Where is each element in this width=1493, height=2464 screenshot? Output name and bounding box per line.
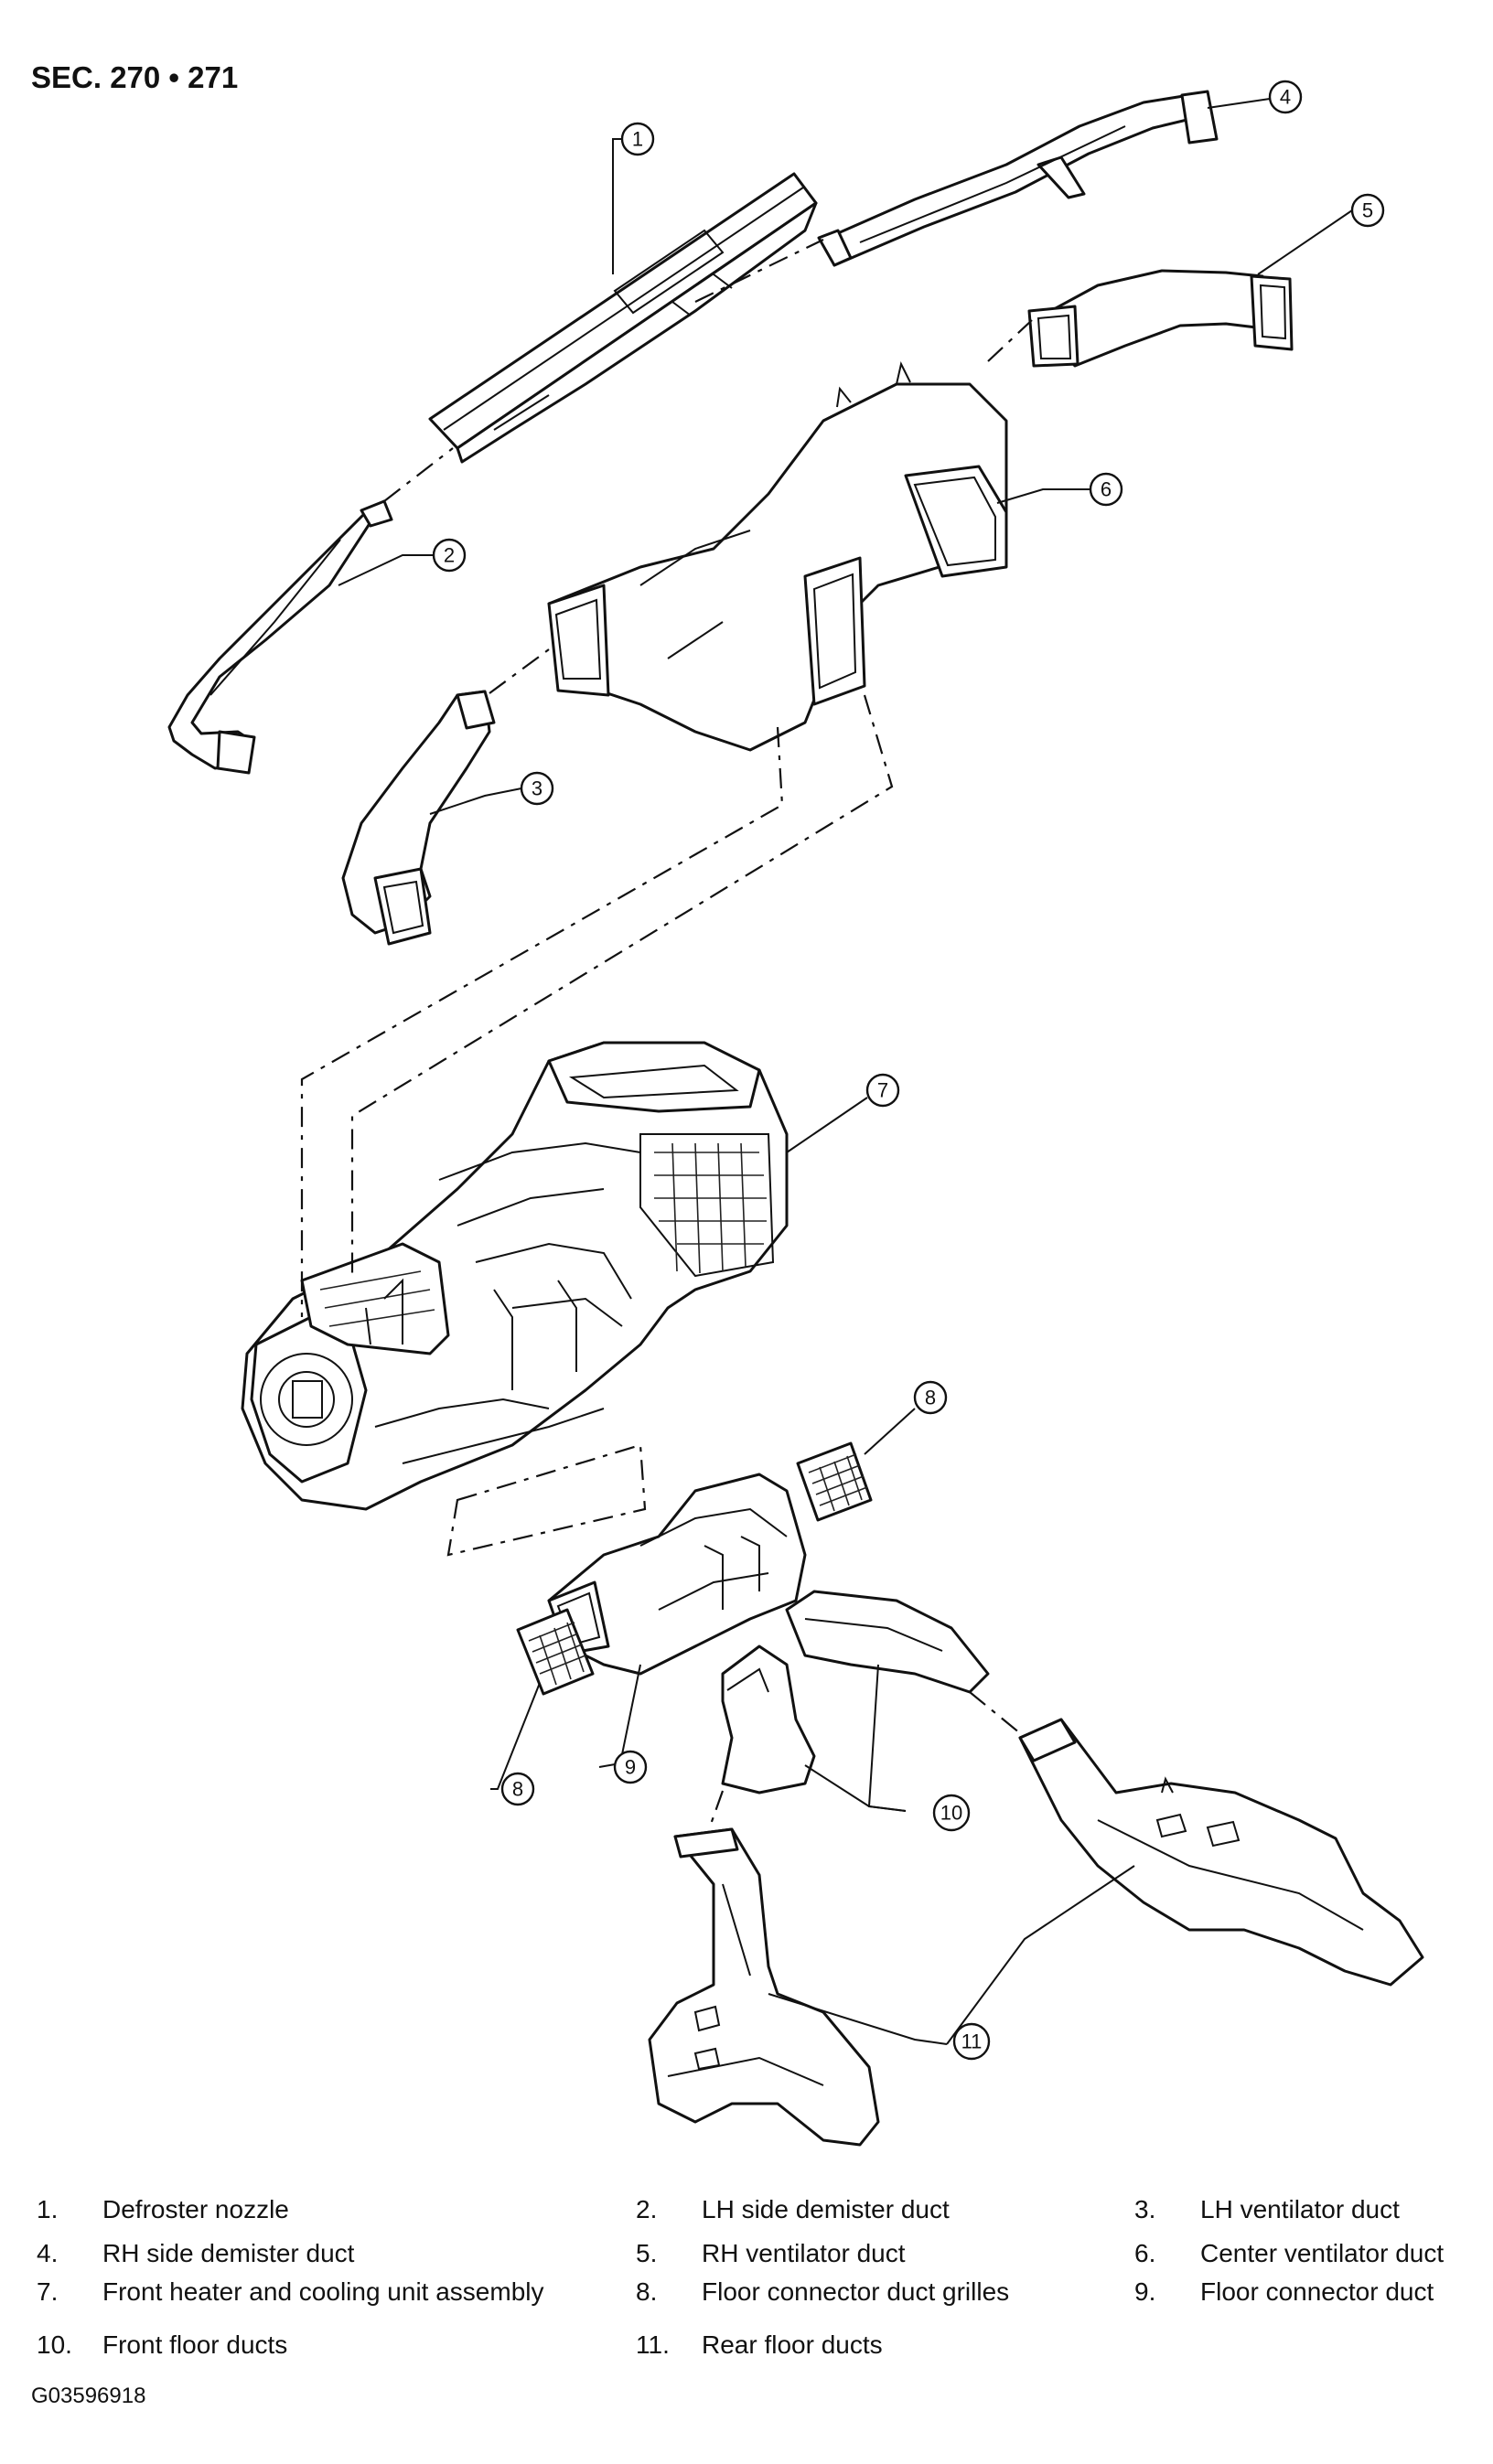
lh-side-demister-duct	[167, 499, 393, 775]
legend-label: Floor connector duct grilles	[702, 2277, 1010, 2306]
legend-label: LH side demister duct	[702, 2195, 950, 2223]
legend-number: 7.	[37, 2277, 59, 2306]
legend-number: 11.	[636, 2330, 670, 2359]
rh-side-demister-duct	[817, 90, 1219, 267]
lh-ventilator-duct	[341, 690, 496, 946]
callout-8-right-label: 8	[925, 1387, 936, 1409]
legend-label: Floor connector duct	[1200, 2277, 1434, 2306]
legend-label: RH side demister duct	[102, 2239, 355, 2267]
floor-grille-left	[516, 1608, 595, 1696]
rear-floor-duct-left	[648, 1827, 880, 2147]
callout-6: 6	[1089, 472, 1123, 507]
section-reference: SEC. 270 • 271	[31, 60, 239, 94]
callout-1-label: 1	[632, 128, 643, 151]
callout-8-right: 8	[913, 1380, 948, 1415]
floor-connector-duct	[547, 1473, 807, 1676]
legend-number: 10.	[37, 2330, 72, 2359]
legend-number: 2.	[636, 2195, 658, 2223]
callout-8-left-label: 8	[512, 1778, 523, 1801]
callout-2: 2	[432, 538, 467, 573]
callout-11: 11	[952, 2022, 991, 2061]
callout-6-label: 6	[1101, 478, 1112, 501]
callout-9-label: 9	[625, 1756, 636, 1779]
legend-label: Center ventilator duct	[1200, 2239, 1445, 2267]
legend-number: 5.	[636, 2239, 658, 2267]
callout-7: 7	[865, 1073, 900, 1108]
legend-label: Rear floor ducts	[702, 2330, 883, 2359]
floor-grille-right	[796, 1441, 873, 1522]
assembly-guide-lines	[300, 239, 1033, 1830]
legend-number: 9.	[1134, 2277, 1156, 2306]
callout-8-left: 8	[500, 1772, 535, 1806]
legend-number: 4.	[37, 2239, 59, 2267]
rear-floor-duct-right	[1018, 1718, 1424, 1987]
callout-11-label: 11	[961, 2030, 983, 2053]
legend-number: 3.	[1134, 2195, 1156, 2223]
legend-label: RH ventilator duct	[702, 2239, 906, 2267]
legend-label: Front floor ducts	[102, 2330, 288, 2359]
legend-number: 1.	[37, 2195, 59, 2223]
callout-4: 4	[1268, 80, 1303, 114]
callout-3: 3	[520, 771, 554, 806]
callout-10-label: 10	[940, 1802, 962, 1825]
front-heater-cooling-unit	[241, 1041, 789, 1511]
callout-3-label: 3	[532, 777, 542, 800]
callout-4-label: 4	[1280, 86, 1291, 109]
callout-5-label: 5	[1362, 199, 1373, 222]
callout-9: 9	[613, 1750, 648, 1784]
callout-2-label: 2	[444, 544, 455, 567]
callout-7-label: 7	[877, 1079, 888, 1102]
callout-10: 10	[932, 1794, 971, 1832]
callout-5: 5	[1350, 193, 1385, 228]
legend-number: 8.	[636, 2277, 658, 2306]
legend-label: LH ventilator duct	[1200, 2195, 1400, 2223]
front-floor-duct-left	[721, 1644, 816, 1794]
center-ventilator-duct	[547, 361, 1008, 752]
legend-label: Defroster nozzle	[102, 2195, 289, 2223]
defroster-nozzle	[428, 172, 818, 464]
rh-ventilator-duct	[1027, 269, 1294, 368]
legend-number: 6.	[1134, 2239, 1156, 2267]
exploded-view-drawing: 1 2 3 4 5 6 7 8 8 9 10 11	[167, 80, 1424, 2147]
callout-1: 1	[620, 122, 655, 156]
legend-label: Front heater and cooling unit assembly	[102, 2277, 544, 2306]
front-floor-duct-right	[785, 1590, 990, 1694]
figure-code: G03596918	[31, 2384, 146, 2408]
